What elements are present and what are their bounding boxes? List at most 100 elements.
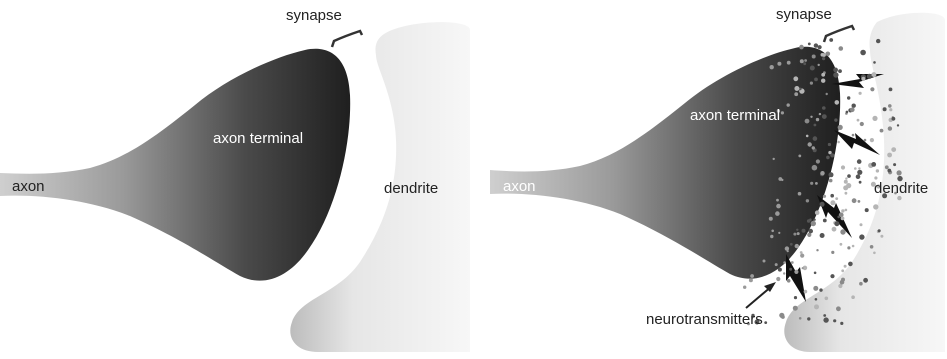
neurotransmitter-dot [776,109,781,113]
neurotransmitter-dot [793,76,799,82]
neurotransmitter-dot [790,261,794,264]
neurotransmitter-dot [858,91,862,95]
neurotransmitter-dot [814,298,818,301]
neurotransmitter-dot [858,180,862,184]
neurotransmitter-dot [887,152,892,158]
neurotransmitter-dot [894,191,897,195]
neurotransmitter-dot [847,246,851,250]
neurotransmitter-dot [776,203,781,209]
neurotransmitter-dot [810,115,813,119]
neurotransmitter-dot [843,179,848,184]
neurotransmitter-dot [833,72,839,78]
right-panel [490,12,945,352]
neurotransmitter-dot [796,228,799,231]
neurotransmitter-dot [815,117,820,122]
lightning-bolt [817,195,852,238]
neurotransmitter-dot [843,264,847,268]
neurotransmitter-dot [777,267,782,272]
neurotransmitter-dot [851,133,855,137]
neurotransmitter-dot [831,250,835,254]
neurotransmitter-dot [793,232,797,236]
neurotransmitter-dot [833,67,838,73]
neurotransmitter-dot [891,147,897,153]
neurotransmitter-dot [799,44,804,50]
neurotransmitter-dot [762,259,766,263]
neurotransmitter-dot [810,220,816,227]
neurotransmitter-dot [804,118,810,124]
neurotransmitter-dot [814,210,820,215]
neurotransmitter-dot [776,198,779,202]
neurotransmitter-dot [811,164,818,171]
neurotransmitter-dot [779,312,785,318]
neurotransmitter-dot [821,78,826,83]
neurotransmitter-dot [880,234,884,238]
neurotransmitter-dot [833,319,837,323]
neurotransmitter-dot [801,267,804,270]
neurotransmitter-dot [794,92,799,97]
neurotransmitter-dot [807,317,811,321]
neurotransmitter-dot [857,169,863,175]
axon-terminal-shape [490,46,841,279]
neurotransmitter-dot [827,142,832,147]
neurotransmitter-dot [860,49,866,56]
neurotransmitter-dot [864,208,869,213]
neurotransmitter-dot [836,306,841,312]
neurotransmitter-dot [877,229,881,233]
label-synapse: synapse [776,6,832,23]
neurotransmitter-dot [812,136,818,141]
neurotransmitter-dot [786,60,791,65]
lightning-bolt [834,130,880,155]
neurotransmitter-dot [839,242,843,246]
neurotransmitter-dot [768,216,773,221]
neurotransmitter-dot [876,38,881,44]
neurotransmitter-dot [801,228,806,233]
neurotransmitter-dot [821,72,826,77]
neurotransmitter-dot [838,69,842,73]
neurotransmitter-dot [828,150,832,155]
neurotransmitter-dot [847,96,851,100]
neurotransmitter-dot [834,221,840,227]
neurotransmitter-dot [897,175,903,182]
neurotransmitter-dot [840,229,846,235]
neurotransmitter-dot [863,138,867,142]
neurotransmitter-dot [825,51,831,57]
neurotransmitter-dot [802,265,808,271]
label-dendrite: dendrite [384,180,439,197]
neurotransmitter-dot [888,87,893,92]
neurotransmitter-dot [844,208,848,212]
neurotransmitter-dot [805,134,809,138]
neurotransmitter-dot [856,118,860,122]
neurotransmitter-dot [794,243,799,249]
neurotransmitter-dot [841,269,845,273]
neurotransmitter-dot [829,38,834,42]
neurotransmitter-dot [799,251,803,254]
neurotransmitter-dot [882,193,888,199]
neurotransmitter-dot [891,116,896,121]
neurotransmitter-dot [856,159,862,164]
neurotransmitter-dot [796,232,800,236]
neurotransmitter-dot [818,112,822,116]
neurotransmitter-dot [837,140,840,144]
neurotransmitter-dot [834,100,840,105]
neurotransmitter-dot [817,63,820,67]
neurotransmitter-dot [830,200,836,206]
neurotransmitter-dot [837,124,843,130]
neurotransmitter-dot [821,114,827,119]
neurotransmitter-dot [879,128,884,133]
neurotransmitter-dot [772,157,775,161]
neurotransmitter-dot [794,269,799,274]
neurotransmitter-dot [861,76,866,81]
neurotransmitter-dot [838,46,844,51]
neurotransmitter-dot [809,218,812,221]
neurotransmitter-dot [897,195,902,201]
neurotransmitter-dot [750,274,754,278]
neurotransmitter-dot [869,138,875,143]
neurotransmitter-dot [896,170,902,176]
neurotransmitter-dot [805,199,810,203]
neurotransmitter-dot [888,104,892,108]
neurotransmitter-dot [873,61,876,64]
neurotransmitter-dot [809,65,815,71]
neurotransmitter-dot [800,253,805,258]
neurotransmitter-dot [792,305,798,311]
axon-terminal-shape [0,48,351,281]
